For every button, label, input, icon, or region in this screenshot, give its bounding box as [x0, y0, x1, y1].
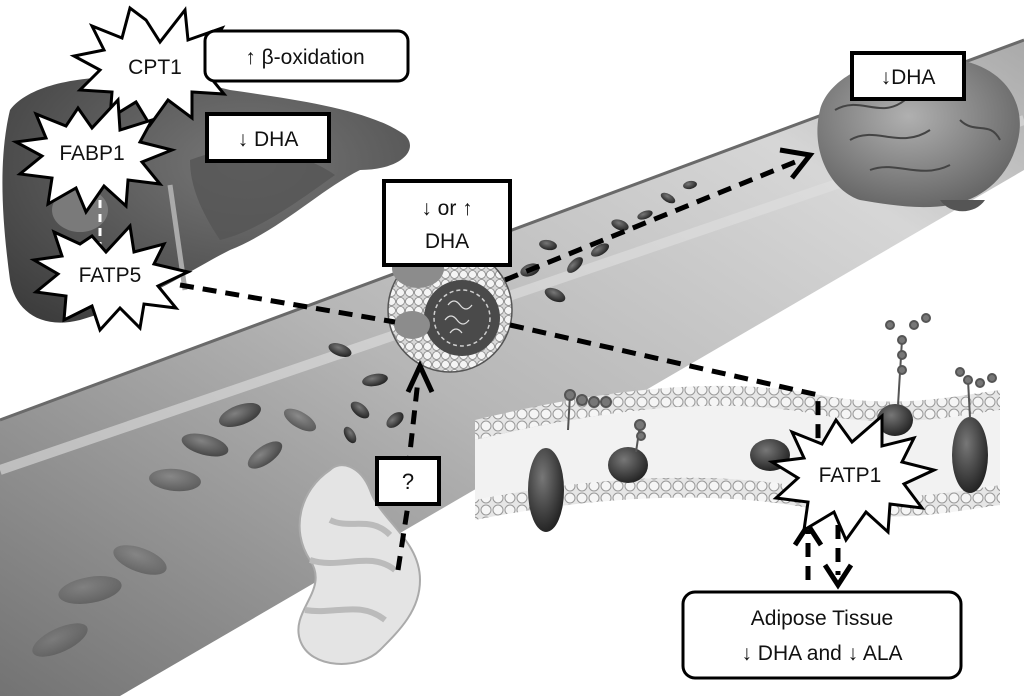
brain-dha-label: ↓DHA — [881, 66, 936, 89]
lipoprotein-dha-line1: ↓ or ↑ — [421, 197, 472, 220]
beta-oxidation-box: ↑ β-oxidation — [203, 29, 410, 83]
intestine — [297, 464, 422, 665]
membrane-protein — [952, 417, 988, 493]
lipoprotein-dha-line2: DHA — [425, 230, 469, 253]
membrane-protein — [528, 448, 564, 532]
red-blood-cells — [32, 180, 697, 657]
adipose-tissue-box: Adipose Tissue ↓ DHA and ↓ ALA — [681, 590, 963, 680]
fatp5-label: FATP5 — [79, 264, 142, 287]
fabp1-starburst: FABP1 — [11, 96, 177, 216]
dashed-connectors — [98, 157, 841, 580]
fabp1-label: FABP1 — [59, 142, 124, 165]
intestine-question-box: ? — [375, 456, 441, 506]
lipoprotein-dha-box: ↓ or ↑ DHA — [382, 179, 512, 267]
cpt1-starburst: CPT1 — [69, 5, 243, 128]
membrane-protein — [877, 404, 913, 436]
adipose-line1: Adipose Tissue — [751, 607, 893, 630]
fatp1-starburst: FATP1 — [767, 412, 939, 544]
fatp5-starburst: FATP5 — [29, 222, 193, 333]
brain-dha-box: ↓DHA — [850, 51, 966, 101]
cpt1-label: CPT1 — [128, 56, 182, 79]
liver-dha-label: ↓ DHA — [238, 128, 299, 151]
membrane-protein — [608, 447, 648, 483]
glycan-chains — [564, 313, 997, 453]
liver-dha-box: ↓ DHA — [205, 112, 331, 163]
fatp1-label: FATP1 — [819, 464, 882, 487]
adipose-line2: ↓ DHA and ↓ ALA — [741, 642, 902, 665]
intestine-question-label: ? — [402, 469, 414, 494]
beta-oxidation-label: ↑ β-oxidation — [245, 46, 364, 69]
